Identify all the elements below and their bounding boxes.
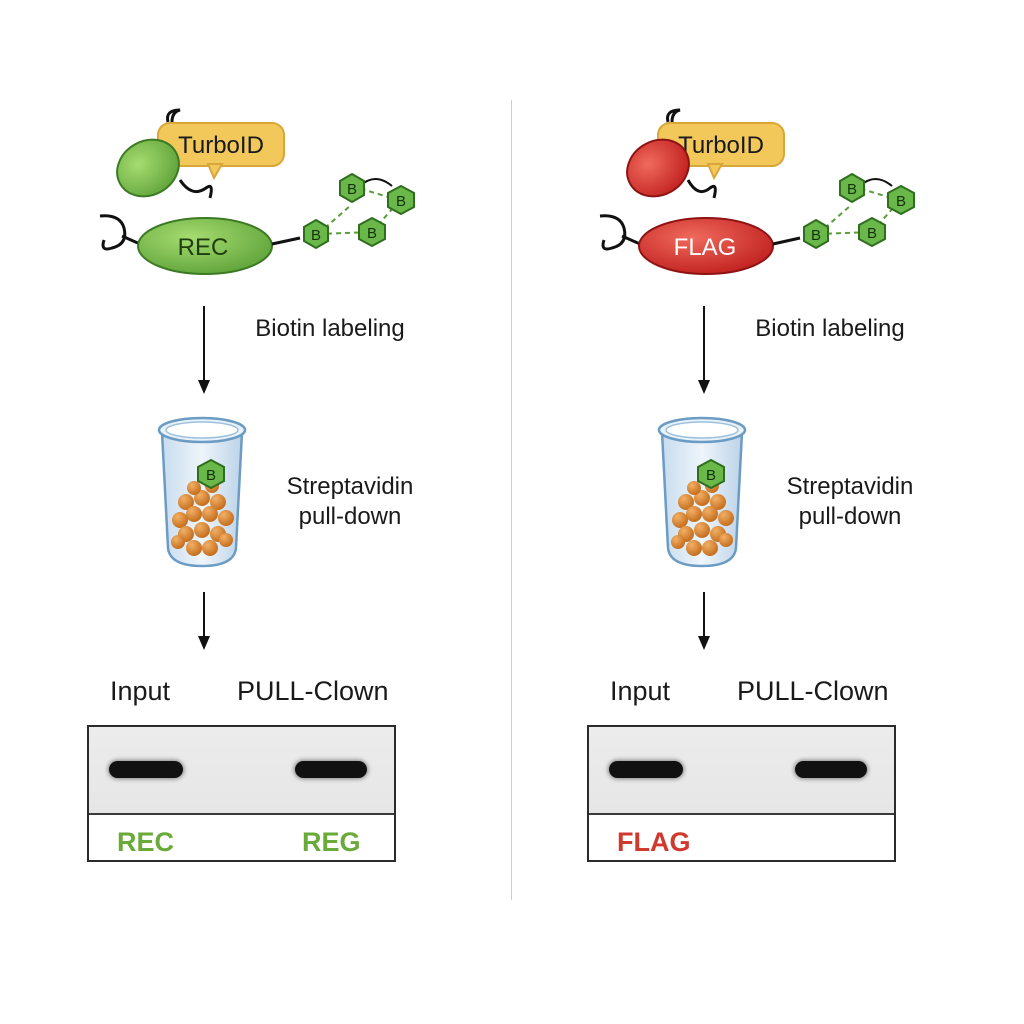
n-terminus-icon [599,214,627,251]
svg-text:B: B [396,193,406,210]
svg-text:B: B [311,227,321,244]
step2-line2: pull-down [298,503,402,530]
turboid-enzyme-icon [116,138,180,198]
western-blot: REC REG [87,725,396,862]
bait-label: REC [178,234,229,261]
biotin-icon: B [803,218,829,250]
streptavidin-tube-icon: B [157,416,247,568]
svg-text:B: B [367,225,377,242]
biotin-icon: B [339,172,365,204]
n-terminus-icon [99,214,127,251]
svg-text:B: B [206,467,216,484]
blot-label-pulldown: REG [302,827,361,857]
biotin-icon: B [839,172,865,204]
blot-band-input [609,761,683,778]
arrow-down-icon [198,592,210,650]
svg-text:B: B [896,193,906,210]
biotin-icon: B [387,184,415,216]
lane-input-label: Input [610,676,671,706]
biotin-icon: B [887,184,915,216]
svg-text:B: B [811,227,821,244]
svg-text:B: B [867,225,877,242]
biotin-icon: B [858,216,886,248]
linker-icon [178,179,213,199]
linker-icon [686,179,717,199]
biotin-labeling-label: Biotin labeling [755,315,905,342]
bait-protein-icon [137,217,273,275]
arrow-down-icon [198,306,210,394]
lane-input-label: Input [110,676,171,706]
arrow-down-icon [698,306,710,394]
blot-membrane [89,727,394,815]
blot-membrane [589,727,894,815]
biotin-cluster: B B B B [803,172,915,250]
step2-line1: Streptavidin [286,473,414,500]
turboid-tag: TurboID [657,108,785,181]
svg-text:B: B [706,467,716,484]
left-schematic: TurboID REC B B B [99,108,415,650]
streptavidin-tube-icon: B [657,416,747,568]
turboid-label: TurboID [178,132,264,159]
bait-protein-icon [638,217,774,275]
bait-label: FLAG [674,234,737,261]
step2-line1: Streptavidin [786,473,914,500]
blot-band-pulldown [295,761,367,778]
biotin-labeling-label: Biotin labeling [255,315,405,342]
blot-band-input [109,761,183,778]
svg-text:B: B [847,181,857,198]
panel-divider [511,100,512,900]
blot-band-pulldown [795,761,867,778]
biotin-icon: B [697,458,725,490]
step2-line2: pull-down [798,503,902,530]
streptavidin-beads-icon [671,479,734,556]
biotin-icon: B [303,218,329,250]
left-panel: TurboID REC B B B [87,108,445,862]
biotin-cluster: B B B B [303,172,415,250]
right-panel: TurboID FLAG B B B B [500,0,1012,1024]
svg-text:B: B [347,181,357,198]
western-blot: FLAG [587,725,896,862]
lane-pulldown-label: PULL-Clown [237,676,389,706]
turboid-label: TurboID [678,132,764,159]
blot-label-input: FLAG [617,827,691,857]
biotin-icon: B [197,458,225,490]
arrow-down-icon [698,592,710,650]
streptavidin-pulldown-label: Streptavidin pull-down [255,472,445,532]
blot-label-input: REC [117,827,175,857]
streptavidin-pulldown-label: Streptavidin pull-down [755,472,945,532]
turboid-enzyme-icon [626,138,690,198]
turboid-tag: TurboID [157,108,285,181]
right-schematic: TurboID FLAG B B B B [599,108,915,650]
biotin-icon: B [358,216,386,248]
lane-pulldown-label: PULL-Clown [737,676,889,706]
